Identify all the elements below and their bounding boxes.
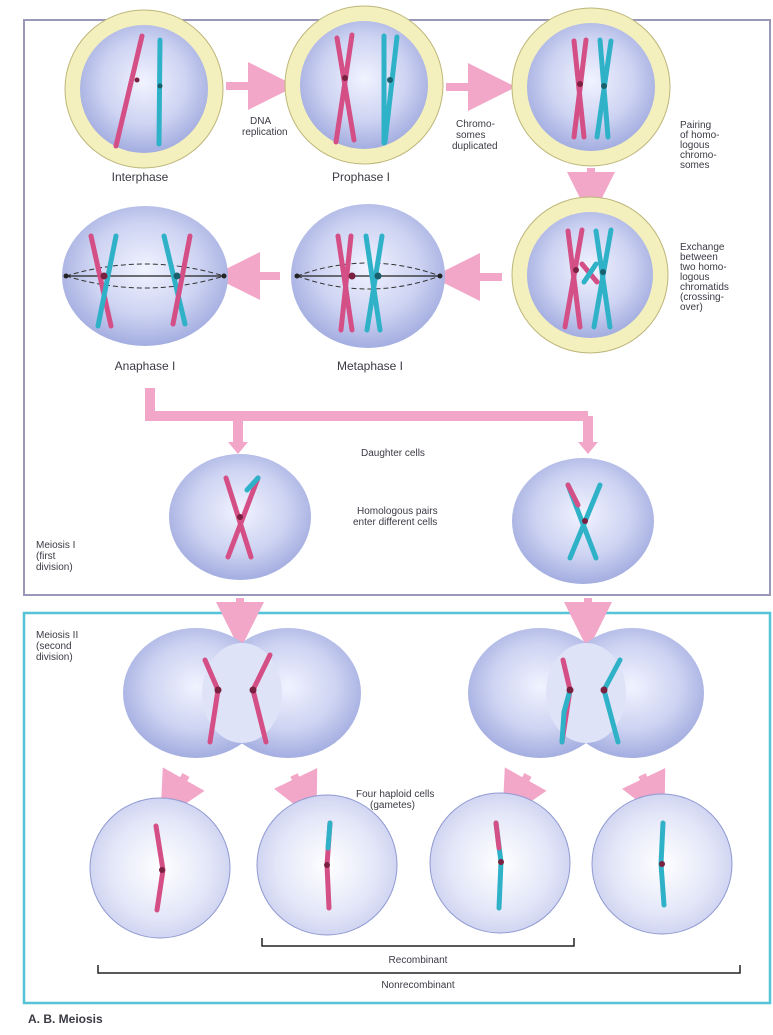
dividing-cell-left: [123, 628, 361, 758]
figure-caption: A. B. Meiosis: [28, 1012, 103, 1026]
pairing-cell: [512, 8, 670, 166]
metaphase-cell: [291, 204, 445, 348]
anaphase-label: Anaphase I: [115, 359, 176, 373]
split-arrow-head-left: [228, 442, 248, 454]
four-haploid-label: Four haploid cells (gametes): [356, 789, 437, 811]
nonrecombinant-label: Nonrecombinant: [381, 980, 455, 991]
split-arrow-head-right: [578, 442, 598, 454]
pairing-label: Pairing of homo- logous chromo- somes: [680, 120, 722, 171]
arrow-gamete-1: [172, 775, 186, 800]
daughter-cells-label: Daughter cells: [361, 448, 425, 459]
crossing-over-cell: [512, 197, 668, 353]
meiosis2-label: Meiosis II (second division): [36, 630, 81, 663]
chromosomes-duplicated-label: Chromo- somes duplicated: [452, 119, 498, 152]
gamete-3: [430, 793, 570, 933]
prophase-cell: [285, 6, 443, 164]
nonrecombinant-bracket: [98, 965, 740, 973]
exchange-label: Exchange between two homo- logous chroma…: [680, 242, 732, 313]
recombinant-label: Recombinant: [389, 955, 448, 966]
meiosis1-label: Meiosis I (first division): [36, 540, 78, 573]
anaphase-cell: [62, 206, 228, 346]
interphase-label: Interphase: [112, 170, 169, 184]
dividing-cell-right: [468, 628, 704, 758]
recombinant-bracket: [262, 938, 574, 946]
daughter-cell-right: [512, 458, 654, 584]
homologous-pairs-label: Homologous pairs enter different cells: [353, 506, 440, 528]
split-arrow: [150, 388, 588, 444]
gamete-4: [592, 794, 732, 934]
interphase-cell: [65, 10, 223, 168]
dna-replication-label: DNA replication: [242, 116, 288, 138]
gamete-2: [257, 795, 397, 935]
metaphase-label: Metaphase I: [337, 359, 403, 373]
prophase-label: Prophase I: [332, 170, 390, 184]
arrow-gamete-2: [294, 775, 306, 800]
daughter-cell-left: [169, 454, 311, 580]
gamete-1: [90, 798, 230, 938]
